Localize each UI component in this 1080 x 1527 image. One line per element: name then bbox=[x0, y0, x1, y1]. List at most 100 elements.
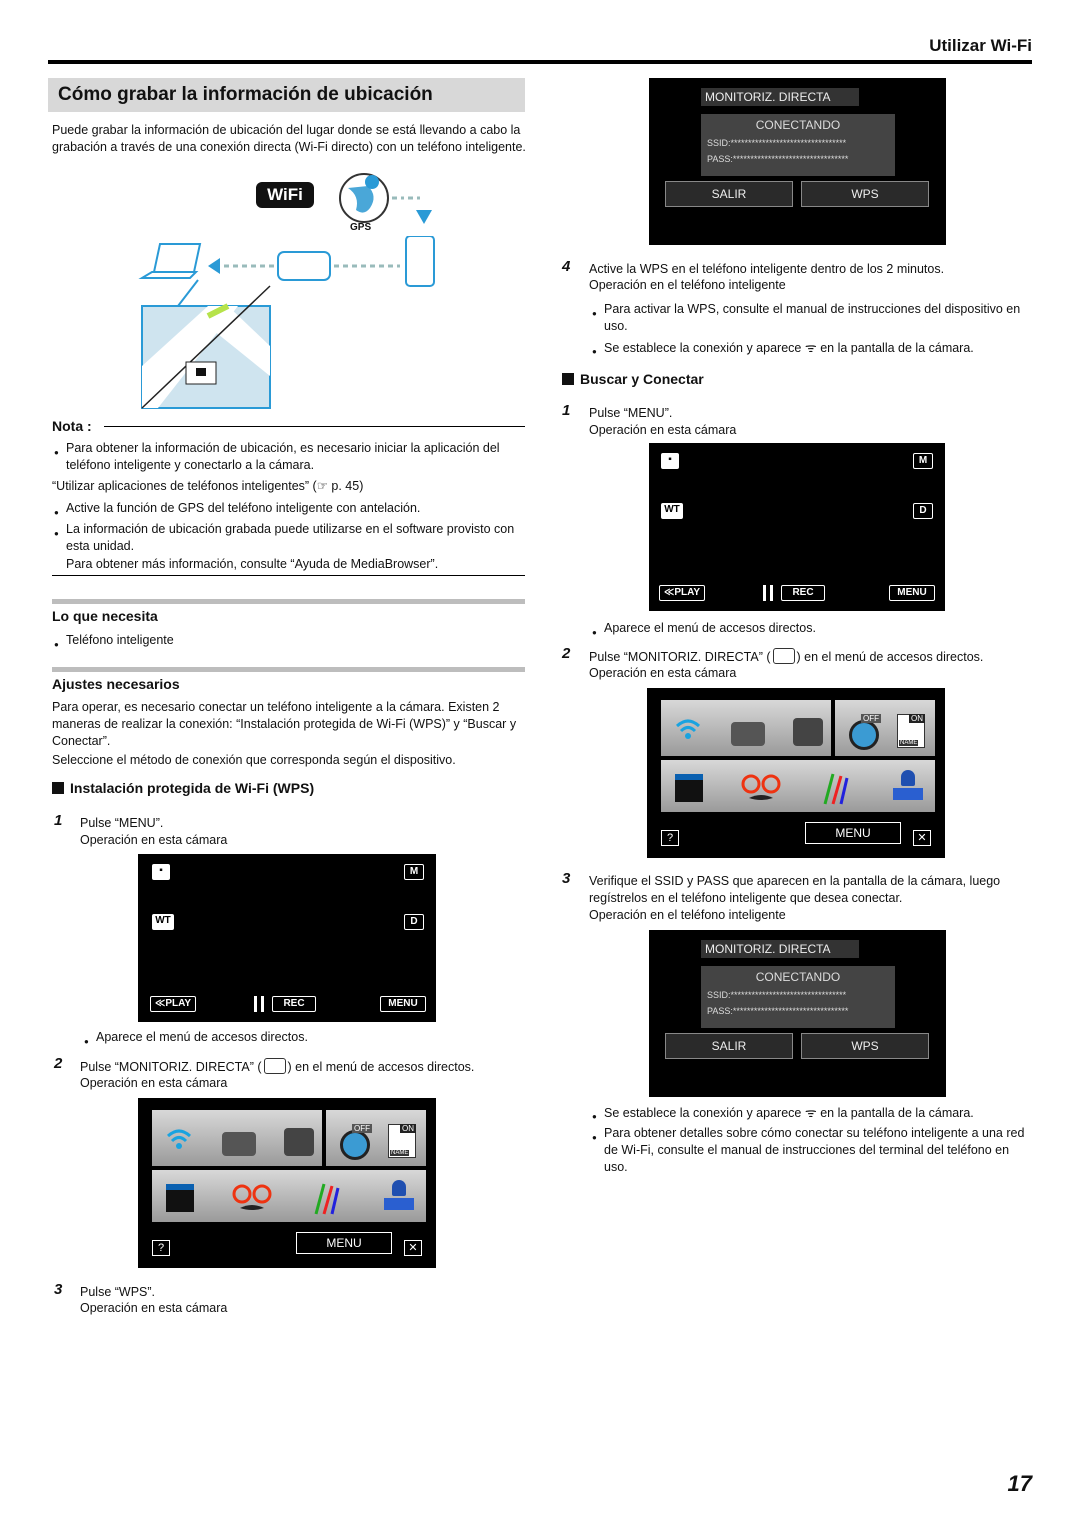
wifi-connected-icon: ᯤ bbox=[804, 340, 817, 355]
wps-step-3-number: 3 bbox=[54, 1281, 63, 1298]
wps-bullet-4b-b: en la pantalla de la cámara. bbox=[820, 341, 974, 355]
pass-label: PASS:********************************* bbox=[707, 1006, 849, 1016]
d-button[interactable]: D bbox=[913, 503, 933, 519]
menu-panel-top-left bbox=[661, 700, 831, 756]
ssid-label: SSID:********************************* bbox=[707, 138, 847, 148]
direct-monitor-shortcut-icon[interactable] bbox=[793, 718, 823, 746]
glasses-mustache-icon[interactable] bbox=[232, 1182, 272, 1214]
settings-text-2: Seleccione el método de conexión que cor… bbox=[52, 753, 456, 767]
connecting-label: CONECTANDO bbox=[755, 118, 841, 132]
menu-button[interactable]: MENU bbox=[380, 996, 426, 1012]
rec-button[interactable]: REC bbox=[272, 996, 316, 1012]
note-bullet-2: Active la función de GPS del teléfono in… bbox=[54, 500, 520, 521]
page-title: Cómo grabar la información de ubicación bbox=[48, 78, 525, 112]
m-button[interactable]: M bbox=[404, 864, 424, 880]
play-button[interactable]: ≪PLAY bbox=[150, 996, 196, 1012]
wps-title: Instalación protegida de Wi-Fi (WPS) bbox=[52, 780, 314, 796]
shortcut-menu-screen-1: OFF ON NAME ? MENU ✕ bbox=[138, 1098, 436, 1268]
section-header: Utilizar Wi-Fi bbox=[929, 36, 1032, 55]
wps-step-2-text: Pulse “MONITORIZ. DIRECTA” () en el menú… bbox=[80, 1058, 526, 1076]
search-step-3-number: 3 bbox=[562, 870, 571, 887]
wps-step-2-sub: Operación en esta cámara bbox=[80, 1076, 228, 1090]
help-button[interactable]: ? bbox=[152, 1240, 170, 1256]
pens-icon[interactable] bbox=[821, 770, 851, 806]
menu-panel-bottom bbox=[661, 760, 935, 812]
m-button[interactable]: M bbox=[913, 453, 933, 469]
search-step-2-text: Pulse “MONITORIZ. DIRECTA” () en el menú… bbox=[589, 648, 1035, 666]
rec-off-icon[interactable] bbox=[849, 720, 879, 750]
rec-button[interactable]: REC bbox=[781, 585, 825, 601]
camera-to-phone-icon[interactable] bbox=[222, 1132, 256, 1156]
shortcut-menu-screen-2: OFF ON NAME ? MENU ✕ bbox=[647, 688, 945, 858]
search-bullet-3b: Para obtener detalles sobre cómo conecta… bbox=[592, 1125, 1036, 1176]
menu-panel-top-right: OFF ON NAME bbox=[835, 700, 935, 756]
monitor-title: MONITORIZ. DIRECTA bbox=[701, 88, 859, 106]
gps-label: GPS bbox=[350, 222, 372, 233]
glasses-mustache-icon[interactable] bbox=[741, 772, 781, 804]
menu-button[interactable]: MENU bbox=[889, 585, 935, 601]
connecting-box: CONECTANDO SSID:************************… bbox=[701, 114, 895, 176]
search-step-2-number: 2 bbox=[562, 645, 571, 662]
wps-step-1-text: Pulse “MENU”. bbox=[80, 816, 164, 830]
help-button[interactable]: ? bbox=[661, 830, 679, 846]
wps-bullet-4b: Se establece la conexión y aparece ᯤ en … bbox=[592, 339, 1034, 360]
rec-off-icon[interactable] bbox=[340, 1130, 370, 1160]
wps-step-4-sub: Operación en el teléfono inteligente bbox=[589, 278, 786, 292]
wps-step-1-sub: Operación en esta cámara bbox=[80, 833, 228, 847]
off-label: OFF bbox=[352, 1124, 372, 1133]
wifi-icon[interactable] bbox=[166, 1128, 192, 1150]
direct-monitor-shortcut-icon[interactable] bbox=[284, 1128, 314, 1156]
search-bullet-3a-a: Se establece la conexión y aparece bbox=[604, 1106, 802, 1120]
search-step-1-text: Pulse “MENU”. bbox=[589, 406, 673, 420]
wps-step-4-number: 4 bbox=[562, 258, 571, 275]
clapperboard-icon[interactable] bbox=[166, 1184, 194, 1212]
wifi-icon[interactable] bbox=[675, 718, 701, 740]
square-bullet-icon bbox=[52, 782, 64, 794]
play-button[interactable]: ≪PLAY bbox=[659, 585, 705, 601]
need-title: Lo que necesita bbox=[52, 608, 158, 624]
globe-gps-icon bbox=[339, 173, 420, 223]
page-number: 17 bbox=[1007, 1471, 1032, 1496]
need-rule bbox=[52, 599, 525, 604]
wt-button[interactable]: WT bbox=[152, 914, 174, 930]
camera-screen-1: ▪ M WT D ≪PLAY REC MENU bbox=[138, 854, 436, 1022]
search-title-text: Buscar y Conectar bbox=[580, 371, 704, 387]
menu-button[interactable]: MENU bbox=[805, 822, 901, 844]
video-mode-icon: ▪ bbox=[661, 453, 679, 469]
stamp-icon[interactable] bbox=[893, 770, 923, 804]
clapperboard-icon[interactable] bbox=[675, 774, 703, 802]
close-button[interactable]: ✕ bbox=[913, 830, 931, 846]
wifi-connected-icon: ᯤ bbox=[804, 1105, 817, 1120]
wifi-logo: WiFi bbox=[256, 182, 314, 208]
d-button[interactable]: D bbox=[404, 914, 424, 930]
wps-step-2-number: 2 bbox=[54, 1055, 63, 1072]
search-step-1-sub: Operación en esta cámara bbox=[589, 423, 737, 437]
wps-step-2-text-a: Pulse “MONITORIZ. DIRECTA” ( bbox=[80, 1060, 262, 1074]
note-label: Nota : bbox=[52, 418, 92, 434]
wps-button[interactable]: WPS bbox=[801, 181, 929, 207]
close-button[interactable]: ✕ bbox=[404, 1240, 422, 1256]
wt-button[interactable]: WT bbox=[661, 503, 683, 519]
menu-button[interactable]: MENU bbox=[296, 1232, 392, 1254]
wps-step-3-sub: Operación en esta cámara bbox=[80, 1301, 228, 1315]
note-rule-top bbox=[104, 426, 525, 427]
note-bullet-1: Para obtener la información de ubicación… bbox=[54, 440, 520, 474]
location-illustration: WiFi GPS bbox=[138, 170, 448, 410]
intro-text: Puede grabar la información de ubicación… bbox=[52, 123, 526, 154]
wps-button[interactable]: WPS bbox=[801, 1033, 929, 1059]
menu-panel-bottom bbox=[152, 1170, 426, 1222]
menu-panel-top-right: OFF ON NAME bbox=[326, 1110, 426, 1166]
camera-to-phone-icon[interactable] bbox=[731, 722, 765, 746]
stamp-icon[interactable] bbox=[384, 1180, 414, 1214]
monitor-screen-2: MONITORIZ. DIRECTA CONECTANDO SSID:*****… bbox=[649, 930, 946, 1097]
down-arrow-icon bbox=[416, 210, 432, 224]
search-step-2-sub: Operación en esta cámara bbox=[589, 666, 737, 680]
video-mode-icon: ▪ bbox=[152, 864, 170, 880]
pause-icon bbox=[254, 996, 264, 1012]
pens-icon[interactable] bbox=[312, 1180, 342, 1216]
wps-step-3-text: Pulse “WPS”. bbox=[80, 1285, 156, 1299]
salir-button[interactable]: SALIR bbox=[665, 1033, 793, 1059]
direct-monitor-icon bbox=[263, 1058, 286, 1074]
header-rule bbox=[48, 60, 1032, 64]
salir-button[interactable]: SALIR bbox=[665, 181, 793, 207]
